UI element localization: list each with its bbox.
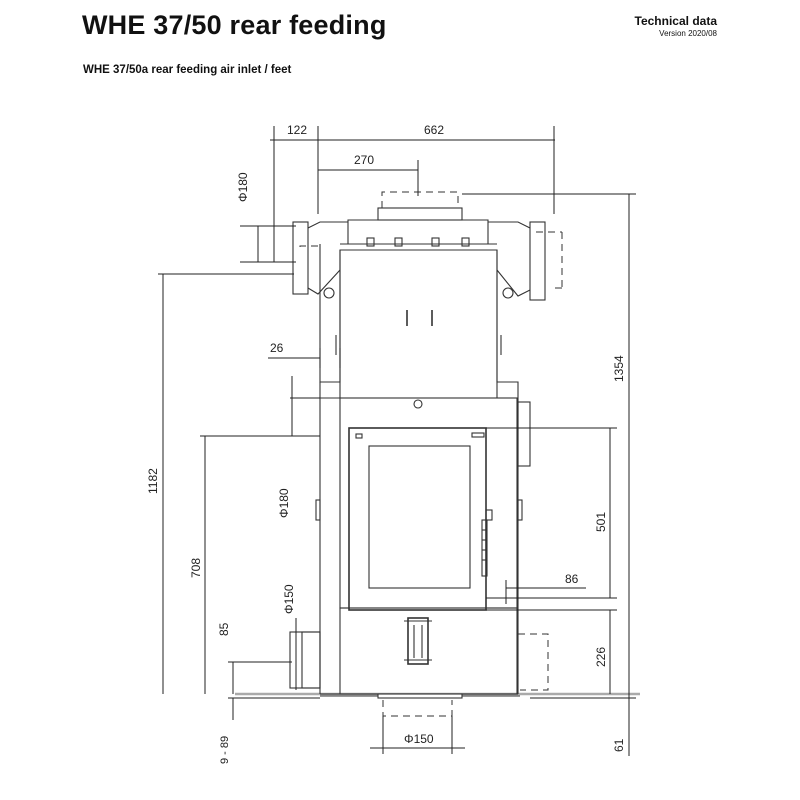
technical-data-block: Technical data Version 2020/08: [635, 14, 717, 38]
drawing-subtitle: WHE 37/50a rear feeding air inlet / feet: [83, 64, 292, 76]
dim-1182: 1182: [146, 468, 160, 494]
dim-708: 708: [189, 558, 203, 578]
dim-226: 226: [594, 647, 608, 667]
ash-drawer-handle: [404, 617, 432, 665]
dim-1354: 1354: [612, 355, 626, 382]
dim-270: 270: [354, 153, 374, 167]
lower-air-inlet: [289, 631, 321, 689]
dim-85: 85: [217, 622, 231, 636]
dim-phi150-left: Φ150: [282, 584, 296, 614]
dim-9-89: 9 - 89: [219, 736, 231, 764]
dim-phi150-bottom: Φ150: [404, 732, 434, 746]
dim-86: 86: [565, 572, 579, 586]
dim-phi180-top: Φ180: [236, 172, 250, 202]
dim-122: 122: [287, 123, 307, 137]
technical-data-label: Technical data: [634, 14, 717, 28]
dim-662: 662: [424, 123, 444, 137]
feet: [320, 693, 520, 699]
glass-door: [348, 427, 493, 611]
dim-61: 61: [612, 738, 626, 752]
dim-26: 26: [270, 341, 284, 355]
page-title: WHE 37/50 rear feeding: [82, 10, 387, 40]
hidden-lines: [299, 191, 563, 717]
dim-phi180-left: Φ180: [277, 488, 291, 518]
air-inlet-pipes: [292, 221, 546, 301]
dimension-lines: [158, 126, 636, 756]
version-label: Version 2020/08: [659, 29, 717, 38]
dim-501: 501: [594, 512, 608, 532]
